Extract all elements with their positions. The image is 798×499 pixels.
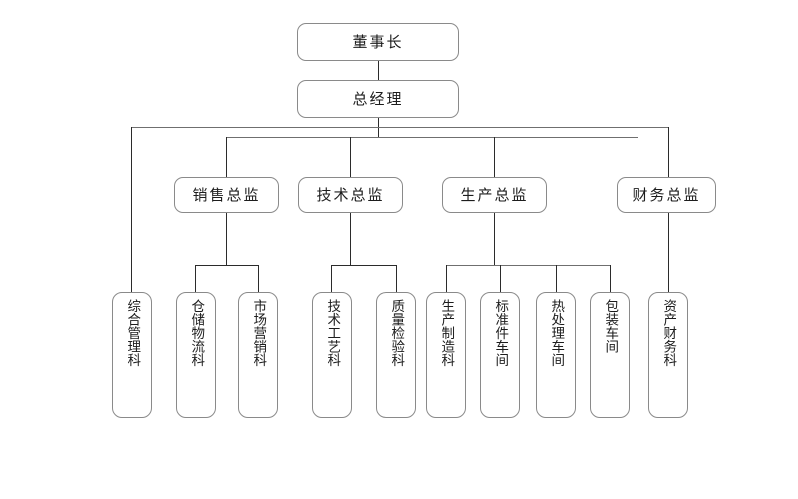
connector-technical-to-quality-dept — [396, 265, 397, 292]
node-label: 热处理车间 — [548, 299, 565, 367]
node-assets-finance-dept[interactable]: 资产财务科 — [648, 292, 688, 418]
connector-production-to-standard-parts — [500, 265, 501, 292]
node-manufacturing-dept[interactable]: 生产制造科 — [426, 292, 466, 418]
node-label: 生产总监 — [460, 185, 529, 204]
connector-gm-to-finance-director — [668, 127, 669, 177]
node-label: 包装车间 — [602, 299, 619, 353]
node-label: 技术总监 — [316, 185, 385, 204]
node-general-admin-dept[interactable]: 综合管理科 — [112, 292, 152, 418]
node-warehouse-logistics-dept[interactable]: 仓储物流科 — [176, 292, 216, 418]
node-label: 技术工艺科 — [324, 299, 341, 367]
node-finance-director[interactable]: 财务总监 — [617, 177, 716, 213]
node-quality-inspection-dept[interactable]: 质量检验科 — [376, 292, 416, 418]
node-label: 市场营销科 — [250, 299, 267, 367]
node-label: 董事长 — [352, 32, 404, 51]
connector-gm-to-technical-director — [350, 137, 351, 177]
node-marketing-dept[interactable]: 市场营销科 — [238, 292, 278, 418]
node-label: 生产制造科 — [438, 299, 455, 367]
connector-finance-to-assets-dept — [668, 213, 669, 292]
connector-sales-to-marketing — [258, 265, 259, 292]
connector-production-stem — [494, 213, 495, 266]
connector-sales-stem — [226, 213, 227, 266]
bus-production — [446, 265, 610, 266]
connector-gm-stem — [378, 118, 379, 138]
connector-production-to-heat-treatment — [556, 265, 557, 292]
node-standard-parts-workshop[interactable]: 标准件车间 — [480, 292, 520, 418]
node-heat-treatment-workshop[interactable]: 热处理车间 — [536, 292, 576, 418]
node-technical-director[interactable]: 技术总监 — [298, 177, 403, 213]
node-chairman[interactable]: 董事长 — [297, 23, 459, 61]
connector-sales-to-warehouse-logistics — [195, 265, 196, 292]
node-label: 标准件车间 — [492, 299, 509, 367]
bus-sales — [195, 265, 258, 266]
node-sales-director[interactable]: 销售总监 — [174, 177, 279, 213]
connector-gm-to-sales-director — [226, 137, 227, 177]
bus-gm-inner — [226, 137, 638, 138]
connector-technical-to-process-dept — [331, 265, 332, 292]
bus-technical — [331, 265, 396, 266]
node-label: 销售总监 — [192, 185, 261, 204]
node-production-director[interactable]: 生产总监 — [442, 177, 547, 213]
node-label: 质量检验科 — [388, 299, 405, 367]
node-technical-process-dept[interactable]: 技术工艺科 — [312, 292, 352, 418]
bus-gm-outer — [131, 127, 669, 128]
node-packaging-workshop[interactable]: 包装车间 — [590, 292, 630, 418]
connector-gm-to-production-director — [494, 137, 495, 177]
connector-technical-stem — [350, 213, 351, 266]
connector-chairman-to-gm — [378, 61, 379, 80]
node-label: 综合管理科 — [124, 299, 141, 367]
connector-gm-to-general-admin — [131, 127, 132, 292]
node-label: 财务总监 — [632, 185, 701, 204]
node-general-manager[interactable]: 总经理 — [297, 80, 459, 118]
node-label: 资产财务科 — [660, 299, 677, 367]
connector-production-to-manufacturing — [446, 265, 447, 292]
node-label: 总经理 — [352, 89, 404, 108]
connector-production-to-packaging — [610, 265, 611, 292]
node-label: 仓储物流科 — [188, 299, 205, 367]
